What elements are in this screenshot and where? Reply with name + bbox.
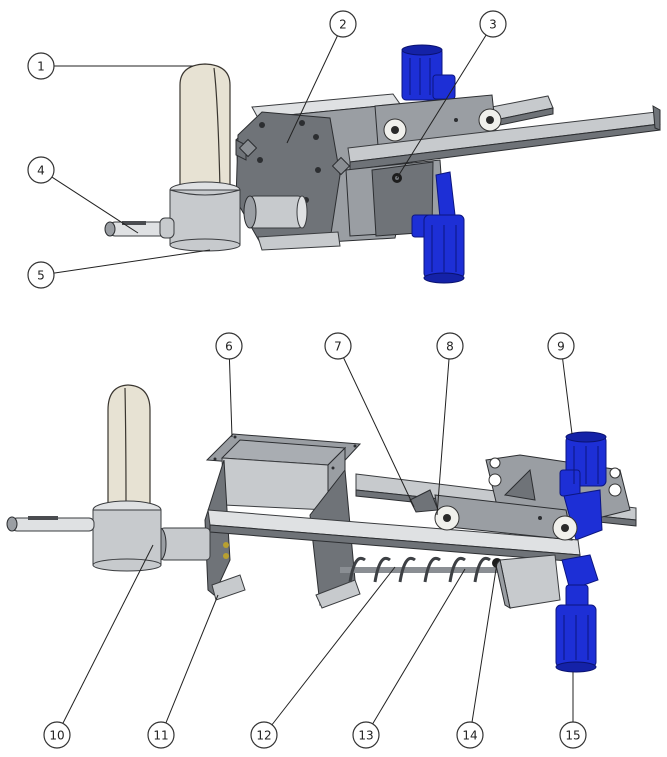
leader-line-4 (51, 176, 139, 234)
leader-line-3 (396, 34, 487, 179)
balloon-number: 7 (334, 340, 342, 354)
callout-balloon-1: 1 (27, 52, 55, 80)
balloon-number: 2 (339, 18, 347, 32)
leader-line-14 (471, 562, 498, 723)
bottom-open-view (6, 384, 637, 673)
callout-balloon-3: 3 (479, 10, 507, 38)
filter-sleeve (179, 63, 231, 191)
balloon-number: 4 (37, 164, 45, 178)
top-assembly-view (104, 44, 661, 284)
balloon-circle (352, 721, 380, 749)
balloon-circle (147, 721, 175, 749)
upper-gear-motor (401, 44, 456, 101)
leader-line-2 (286, 35, 338, 144)
balloon-circle (43, 721, 71, 749)
auger-screw (340, 556, 502, 583)
balloon-number: 9 (557, 340, 565, 354)
balloon-number: 12 (256, 729, 271, 743)
leader-line-13 (372, 568, 466, 725)
callout-balloon-2: 2 (329, 10, 357, 38)
balloon-circle (324, 332, 352, 360)
lower-gear-motor (411, 171, 465, 284)
balloon-circle (27, 52, 55, 80)
lower-drive-motor (555, 554, 599, 673)
balloon-number: 13 (358, 729, 373, 743)
callout-balloon-13: 13 (352, 721, 380, 749)
balloon-circle (479, 10, 507, 38)
leader-line-11 (165, 594, 219, 724)
balloon-number: 11 (153, 729, 168, 743)
leader-line-6 (228, 358, 233, 438)
filter-base-canister-bottom (92, 500, 162, 572)
balloon-number: 1 (37, 60, 45, 74)
balloon-number: 6 (225, 340, 233, 354)
balloon-number: 14 (462, 729, 477, 743)
balloon-circle (27, 261, 55, 289)
discharge-tube (243, 195, 308, 229)
balloon-circle (456, 721, 484, 749)
leader-line-8 (436, 358, 450, 516)
filter-sleeve-bottom (107, 384, 151, 506)
balloon-circle (215, 332, 243, 360)
balloon-circle (250, 721, 278, 749)
callout-balloon-9: 9 (547, 332, 575, 360)
callout-balloon-5: 5 (27, 261, 55, 289)
filter-base-canister (169, 181, 241, 252)
balloon-circle (329, 10, 357, 38)
callout-balloon-8: 8 (436, 332, 464, 360)
callout-balloon-6: 6 (215, 332, 243, 360)
rail-front (347, 105, 661, 171)
balloon-circle (547, 332, 575, 360)
leader-line-9 (562, 358, 573, 435)
callout-balloon-14: 14 (456, 721, 484, 749)
trolley-carriage-bottom (409, 489, 578, 541)
leader-line-10 (62, 544, 154, 724)
balloon-number: 5 (37, 269, 45, 283)
callout-balloon-15: 15 (559, 721, 587, 749)
callout-balloon-4: 4 (27, 156, 55, 184)
balloon-number: 3 (489, 18, 497, 32)
balloon-number: 10 (49, 729, 64, 743)
leader-line-12 (271, 566, 396, 726)
balloon-circle (559, 721, 587, 749)
balloon-number: 15 (565, 729, 580, 743)
callout-balloon-10: 10 (43, 721, 71, 749)
callout-balloon-7: 7 (324, 332, 352, 360)
callout-balloon-11: 11 (147, 721, 175, 749)
discharge-tube-bottom (153, 527, 211, 561)
balloon-number: 8 (446, 340, 454, 354)
balloon-circle (27, 156, 55, 184)
leader-line-7 (343, 357, 415, 508)
inlet-probe-rod-bottom (6, 516, 95, 532)
callout-balloon-12: 12 (250, 721, 278, 749)
balloon-circle (436, 332, 464, 360)
leader-line-5 (53, 249, 211, 274)
drive-gearbox-housing (495, 554, 561, 610)
inlet-probe-rod (104, 217, 175, 239)
